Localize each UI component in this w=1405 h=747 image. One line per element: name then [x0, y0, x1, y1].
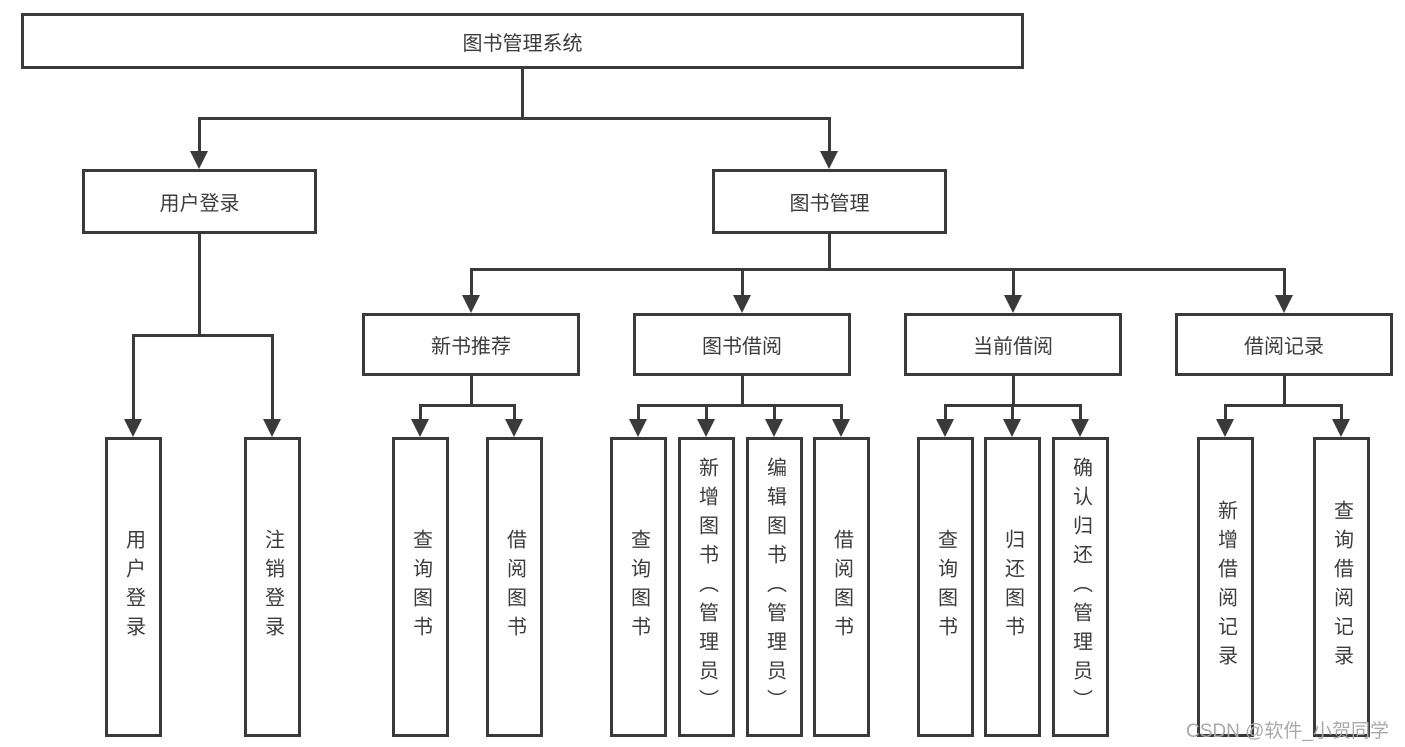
watermark: CSDN @软件_小贺同学 — [1186, 721, 1389, 742]
connector-line — [470, 375, 473, 407]
node-label: 新增图书（管理员） — [695, 456, 718, 718]
leaf-records-add: 新增借阅记录 — [1197, 437, 1254, 737]
arrow-down-icon — [697, 419, 715, 437]
arrow-down-icon — [190, 151, 208, 169]
connector-line — [1283, 375, 1286, 407]
node-label: 查询借阅记录 — [1330, 500, 1353, 674]
connector-line — [1011, 404, 1014, 422]
node-book-borrowing: 图书借阅 — [633, 313, 851, 376]
connector-line — [1012, 375, 1015, 407]
arrow-down-icon — [1332, 419, 1350, 437]
connector-line — [521, 68, 524, 118]
connector-line — [198, 233, 201, 335]
leaf-borrowing-edit-admin: 编辑图书（管理员） — [746, 437, 803, 737]
connector-line — [1012, 268, 1015, 298]
node-label: 编辑图书（管理员） — [763, 456, 786, 718]
node-label: 注销登录 — [261, 529, 284, 645]
connector-line — [198, 117, 831, 120]
arrow-down-icon — [629, 419, 647, 437]
node-label: 归还图书 — [1001, 529, 1024, 645]
node-book-management: 图书管理 — [712, 169, 947, 234]
node-label: 借阅图书 — [830, 529, 853, 645]
arrow-down-icon — [263, 419, 281, 437]
connector-line — [513, 404, 516, 422]
arrow-down-icon — [1216, 419, 1234, 437]
arrow-down-icon — [765, 419, 783, 437]
node-label: 查询图书 — [627, 529, 650, 645]
arrow-down-icon — [832, 419, 850, 437]
connector-line — [840, 404, 843, 422]
node-library-system: 图书管理系统 — [21, 13, 1024, 69]
connector-line — [132, 334, 274, 337]
connector-line — [705, 404, 708, 422]
connector-line — [1224, 404, 1227, 422]
connector-line — [198, 117, 201, 154]
connector-line — [1340, 404, 1343, 422]
node-label: 图书管理 — [789, 193, 870, 215]
node-label: 用户登录 — [159, 193, 240, 215]
node-label: 借阅记录 — [1244, 336, 1324, 358]
leaf-newbooks-query: 查询图书 — [392, 437, 449, 737]
connector-line — [637, 404, 842, 407]
connector-line — [828, 233, 831, 271]
arrow-down-icon — [820, 151, 838, 169]
node-label: 确认归还（管理员） — [1069, 456, 1092, 718]
connector-line — [419, 404, 422, 422]
arrow-down-icon — [505, 419, 523, 437]
connector-line — [470, 268, 1286, 271]
node-label: 查询图书 — [409, 529, 432, 645]
arrow-down-icon — [411, 419, 429, 437]
node-label: 新书推荐 — [431, 336, 511, 358]
node-label: 图书借阅 — [702, 336, 782, 358]
node-label: 图书管理系统 — [462, 32, 583, 55]
leaf-current-confirm-admin: 确认归还（管理员） — [1052, 437, 1109, 737]
arrow-down-icon — [936, 419, 954, 437]
node-borrowing-records: 借阅记录 — [1175, 313, 1393, 376]
leaf-borrowing-borrow: 借阅图书 — [813, 437, 870, 737]
leaf-current-query: 查询图书 — [917, 437, 974, 737]
connector-line — [637, 404, 640, 422]
node-current-borrowing: 当前借阅 — [904, 313, 1122, 376]
arrow-down-icon — [1003, 419, 1021, 437]
node-label: 用户登录 — [122, 529, 145, 645]
connector-line — [271, 334, 274, 422]
leaf-borrowing-add-admin: 新增图书（管理员） — [678, 437, 735, 737]
connector-line — [741, 375, 744, 407]
leaf-user-login: 用户登录 — [105, 437, 162, 737]
arrow-down-icon — [1275, 295, 1293, 313]
connector-line — [828, 117, 831, 154]
arrow-down-icon — [462, 295, 480, 313]
leaf-current-return: 归还图书 — [984, 437, 1041, 737]
node-user-login: 用户登录 — [82, 169, 317, 234]
arrow-down-icon — [124, 419, 142, 437]
connector-line — [1283, 268, 1286, 298]
leaf-logout: 注销登录 — [244, 437, 301, 737]
leaf-records-query: 查询借阅记录 — [1313, 437, 1370, 737]
connector-line — [944, 404, 947, 422]
arrow-down-icon — [733, 295, 751, 313]
arrow-down-icon — [1071, 419, 1089, 437]
connector-line — [741, 268, 744, 298]
arrow-down-icon — [1004, 295, 1022, 313]
node-label: 新增借阅记录 — [1214, 500, 1237, 674]
connector-line — [470, 268, 473, 298]
node-label: 当前借阅 — [973, 336, 1053, 358]
connector-line — [132, 334, 135, 422]
leaf-borrowing-query: 查询图书 — [610, 437, 667, 737]
leaf-newbooks-borrow: 借阅图书 — [486, 437, 543, 737]
connector-line — [419, 404, 516, 407]
node-new-book-recommend: 新书推荐 — [362, 313, 580, 376]
connector-line — [1079, 404, 1082, 422]
node-label: 查询图书 — [934, 529, 957, 645]
node-label: 借阅图书 — [503, 529, 526, 645]
connector-line — [1224, 404, 1343, 407]
connector-line — [773, 404, 776, 422]
